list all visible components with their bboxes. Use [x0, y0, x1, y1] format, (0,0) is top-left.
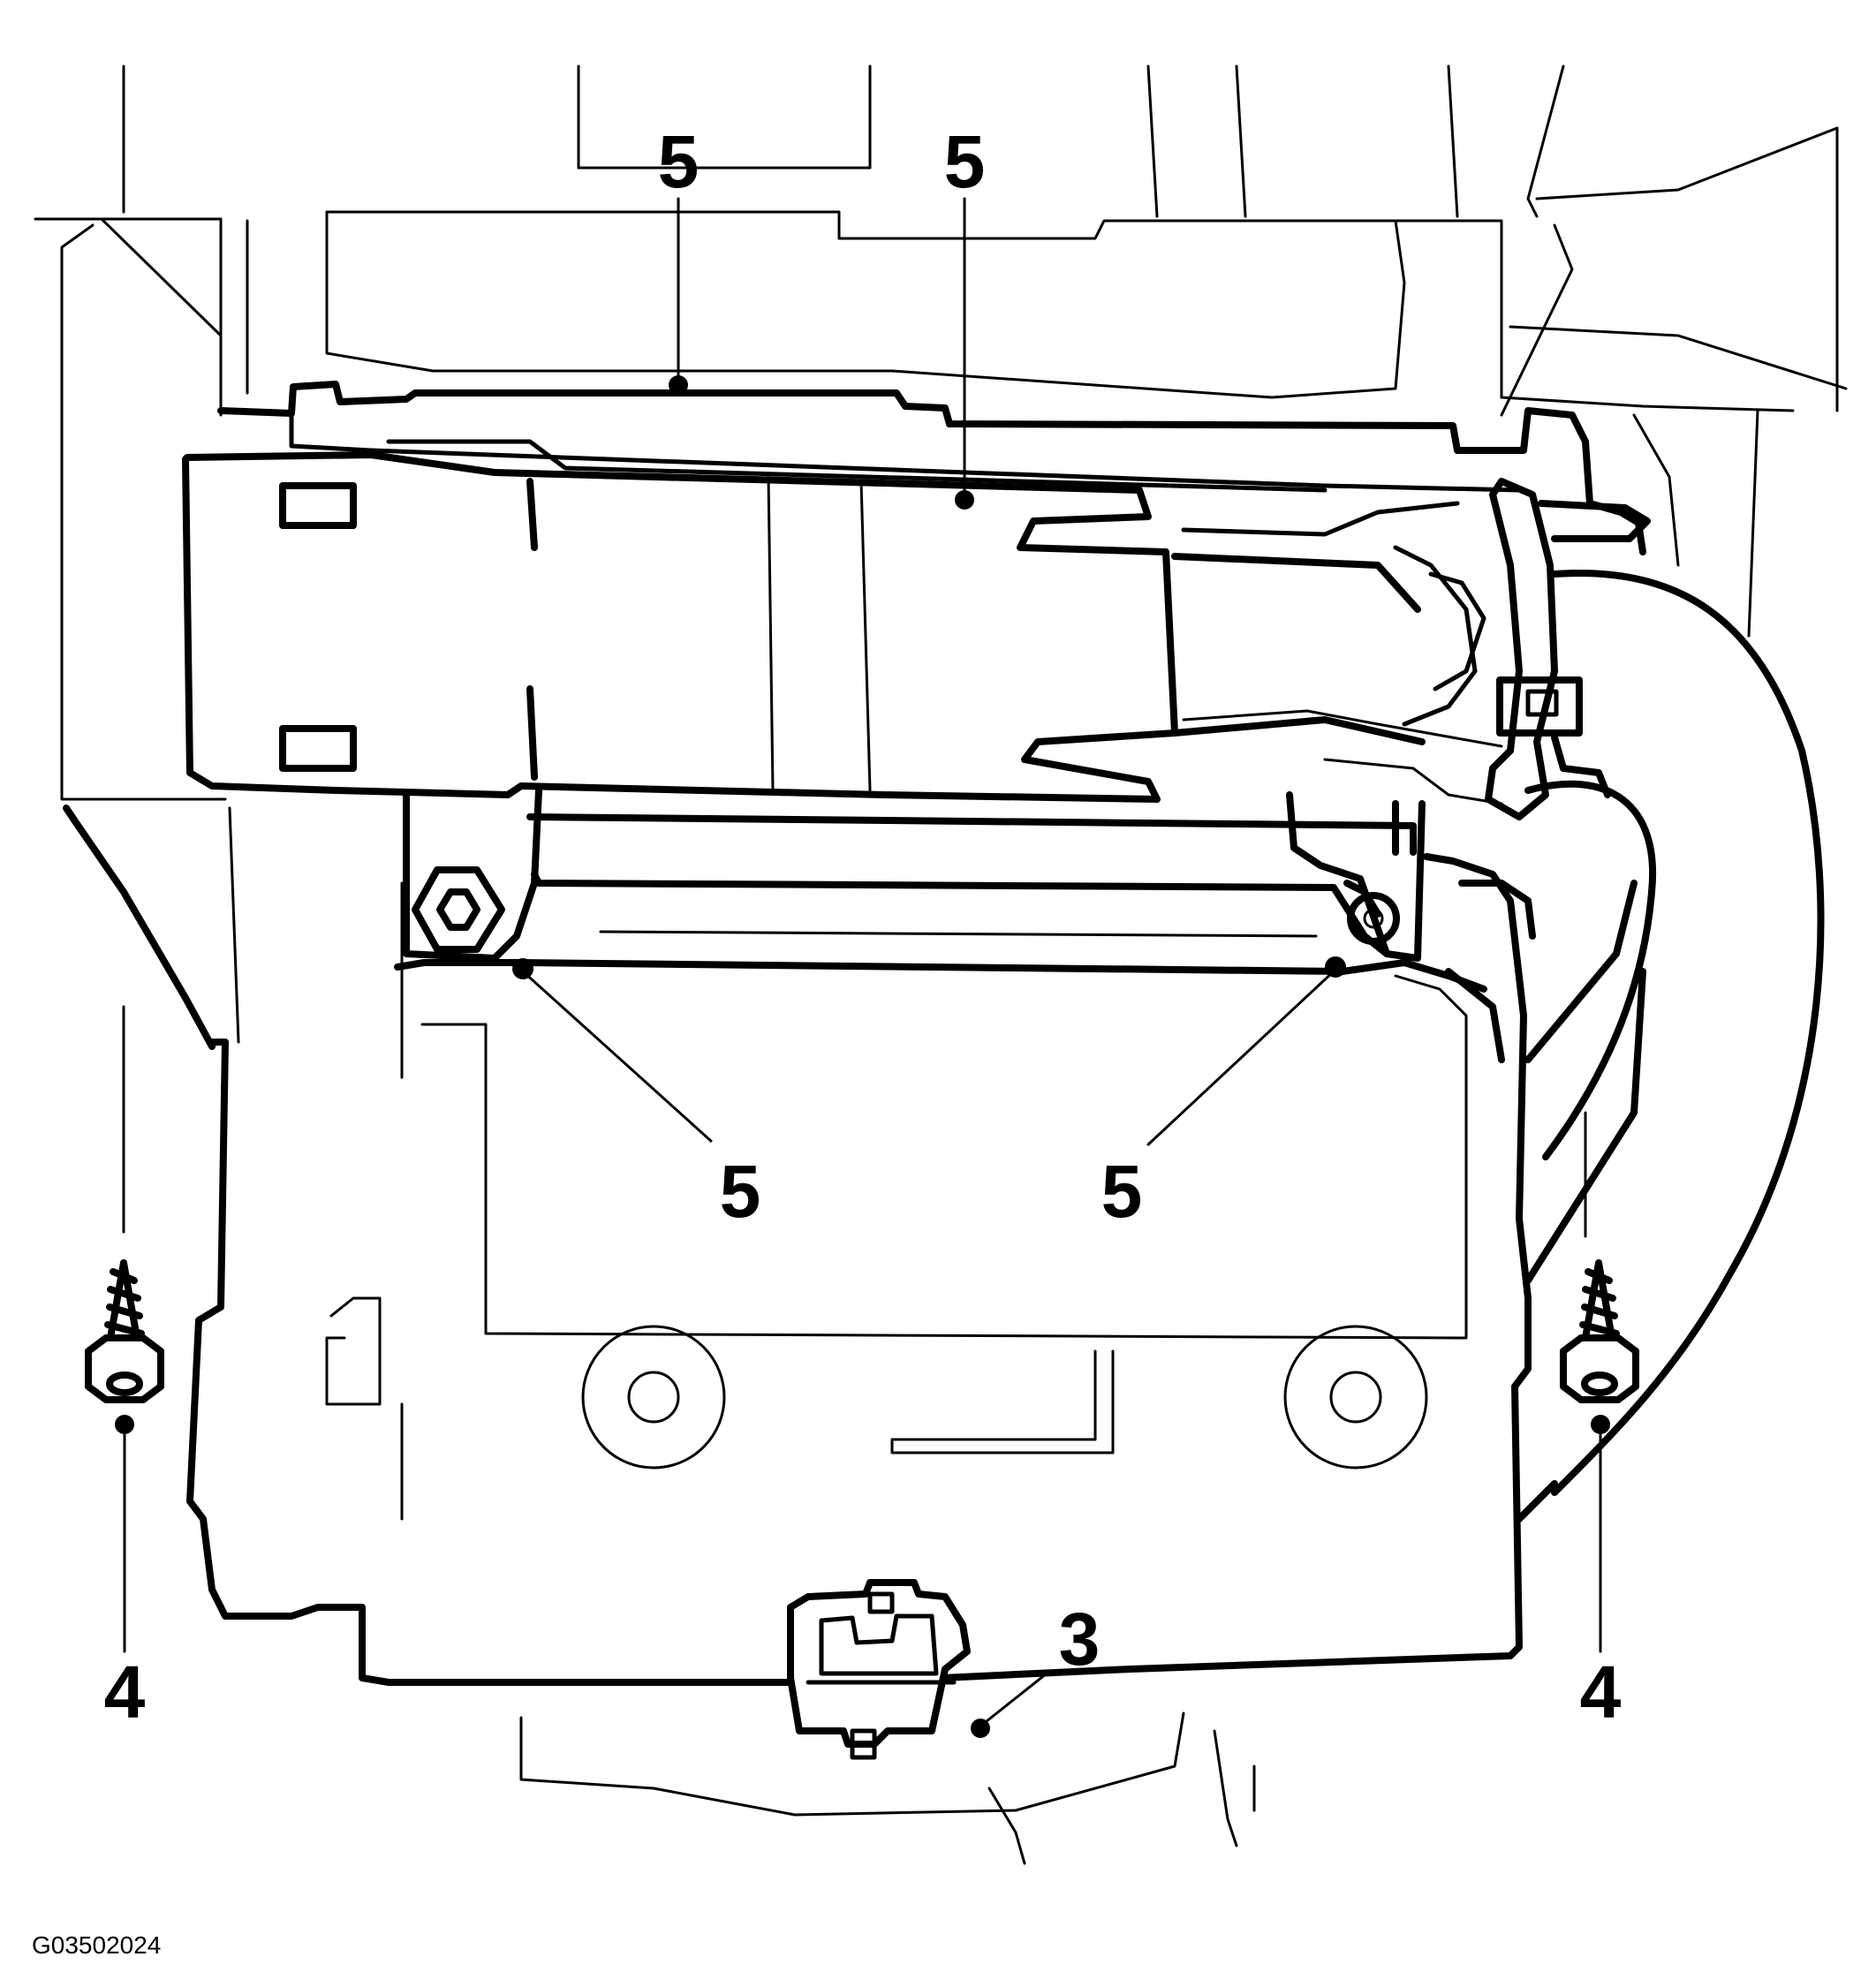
callout-dot — [512, 958, 533, 979]
callout-label-4: 4 — [104, 1651, 146, 1734]
callout-dot — [955, 490, 974, 510]
control-module — [63, 805, 1646, 1686]
callout-label-5: 5 — [944, 120, 986, 203]
callout-dot — [1325, 956, 1346, 978]
screw-right-icon — [1560, 1259, 1639, 1403]
callout-label-4: 4 — [1580, 1651, 1622, 1734]
hex-bolts — [412, 866, 1400, 953]
callout-dot — [669, 375, 688, 395]
upper-bracket — [217, 381, 1646, 555]
callout-dot — [115, 1415, 134, 1434]
figure-id: G03502024 — [32, 1931, 161, 1959]
callout-labels: 5 5 5 5 4 4 3 — [104, 120, 1622, 1734]
bottom-connector — [787, 1579, 971, 1760]
callout-label-5: 5 — [1101, 1150, 1143, 1233]
screw-left-icon — [85, 1259, 164, 1403]
background-structure — [34, 64, 1848, 1865]
callout-dot — [971, 1719, 990, 1738]
upper-rail-block — [182, 451, 1426, 803]
module-bosses — [581, 1325, 1428, 1470]
wiring-harness — [1524, 570, 1825, 1496]
callout-label-5: 5 — [720, 1150, 761, 1233]
callout-label-3: 3 — [1059, 1598, 1101, 1681]
callout-leaders — [115, 197, 1610, 1738]
callout-label-5: 5 — [658, 120, 700, 203]
callout-dot — [1591, 1415, 1610, 1434]
right-actuator — [1181, 478, 1651, 820]
